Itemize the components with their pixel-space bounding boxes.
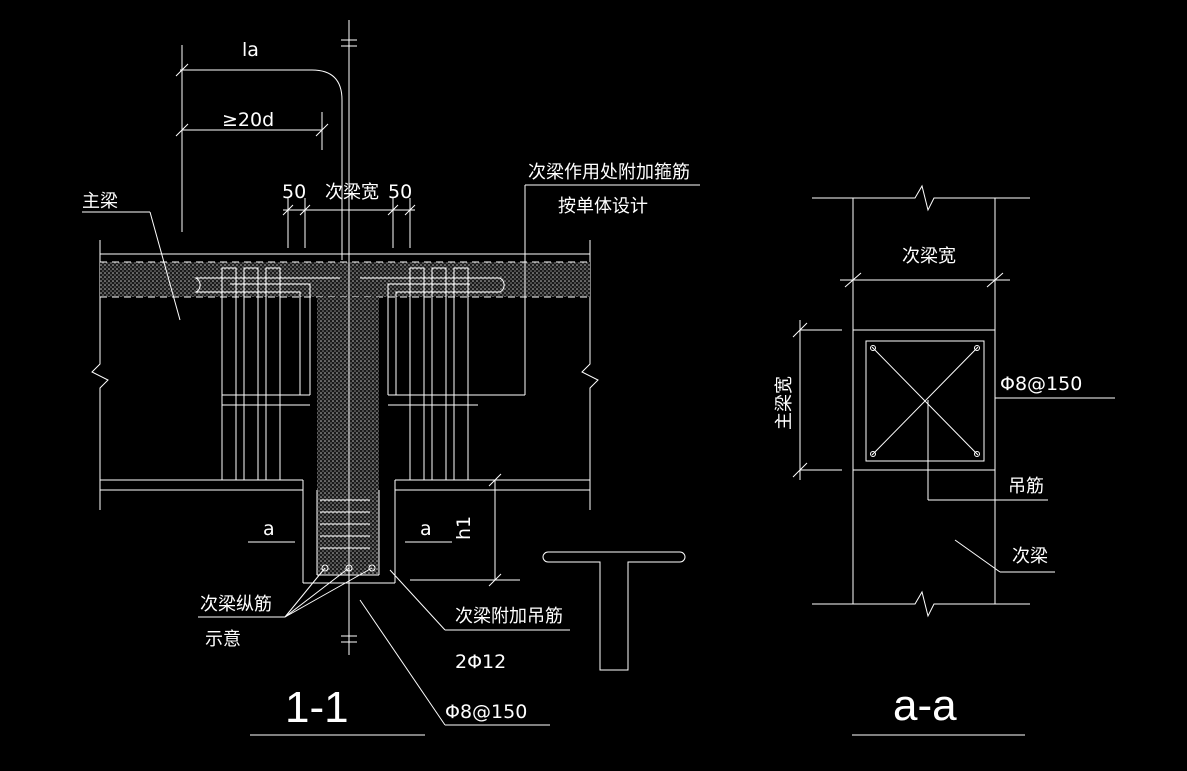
slab-hatch bbox=[100, 261, 590, 298]
label-a-right: a bbox=[420, 518, 432, 540]
label-stirrup-spec: Φ8@150 bbox=[445, 701, 527, 723]
label-a-left: a bbox=[263, 518, 275, 540]
label-secondary-width: 次梁宽 bbox=[325, 182, 379, 203]
centerline bbox=[341, 20, 357, 655]
label-50-right: 50 bbox=[388, 181, 412, 203]
aa-stirrup bbox=[865, 340, 985, 462]
label-hanger: 次梁附加吊筋 bbox=[455, 606, 563, 627]
aa-leaders bbox=[792, 320, 1115, 736]
anchor-bar bbox=[175, 45, 343, 260]
additional-stirrups-left bbox=[221, 267, 310, 481]
note-design: 按单体设计 bbox=[558, 196, 648, 217]
top-reinforcement bbox=[194, 277, 505, 395]
secondary-beam-web bbox=[302, 297, 396, 584]
aa-label-secondary-width: 次梁宽 bbox=[902, 246, 956, 267]
label-50-left: 50 bbox=[282, 181, 306, 203]
aa-label-main-width: 主梁宽 bbox=[774, 376, 795, 430]
label-schematic: 示意 bbox=[205, 629, 241, 650]
additional-stirrups-right bbox=[388, 267, 478, 481]
label-hanger-spec: 2Φ12 bbox=[455, 651, 506, 673]
top-dimension bbox=[282, 198, 416, 248]
section-1-1: la ≥20d 50 次梁宽 50 主梁 次梁作用处附加箍筋 按单体设计 a a… bbox=[82, 20, 700, 736]
label-longitudinal: 次梁纵筋 bbox=[200, 594, 272, 615]
label-h1: h1 bbox=[453, 516, 475, 540]
label-20d: ≥20d bbox=[222, 109, 274, 131]
label-la: la bbox=[242, 39, 259, 61]
aa-label-hanger: 吊筋 bbox=[1008, 476, 1044, 497]
section-a-a: 次梁宽 主梁宽 Φ8@150 吊筋 次梁 a-a bbox=[774, 184, 1115, 736]
label-main-beam: 主梁 bbox=[82, 191, 118, 212]
note-additional-stirrups: 次梁作用处附加箍筋 bbox=[528, 162, 690, 183]
hanger-bar-shape bbox=[542, 551, 686, 671]
aa-label-stirrup-spec: Φ8@150 bbox=[1000, 373, 1082, 395]
section-title-1-1: 1-1 bbox=[285, 683, 349, 732]
aa-label-secondary-beam: 次梁 bbox=[1012, 546, 1048, 567]
leaders bbox=[82, 184, 700, 736]
section-title-a-a: a-a bbox=[893, 681, 957, 730]
aa-outline bbox=[812, 184, 1030, 618]
